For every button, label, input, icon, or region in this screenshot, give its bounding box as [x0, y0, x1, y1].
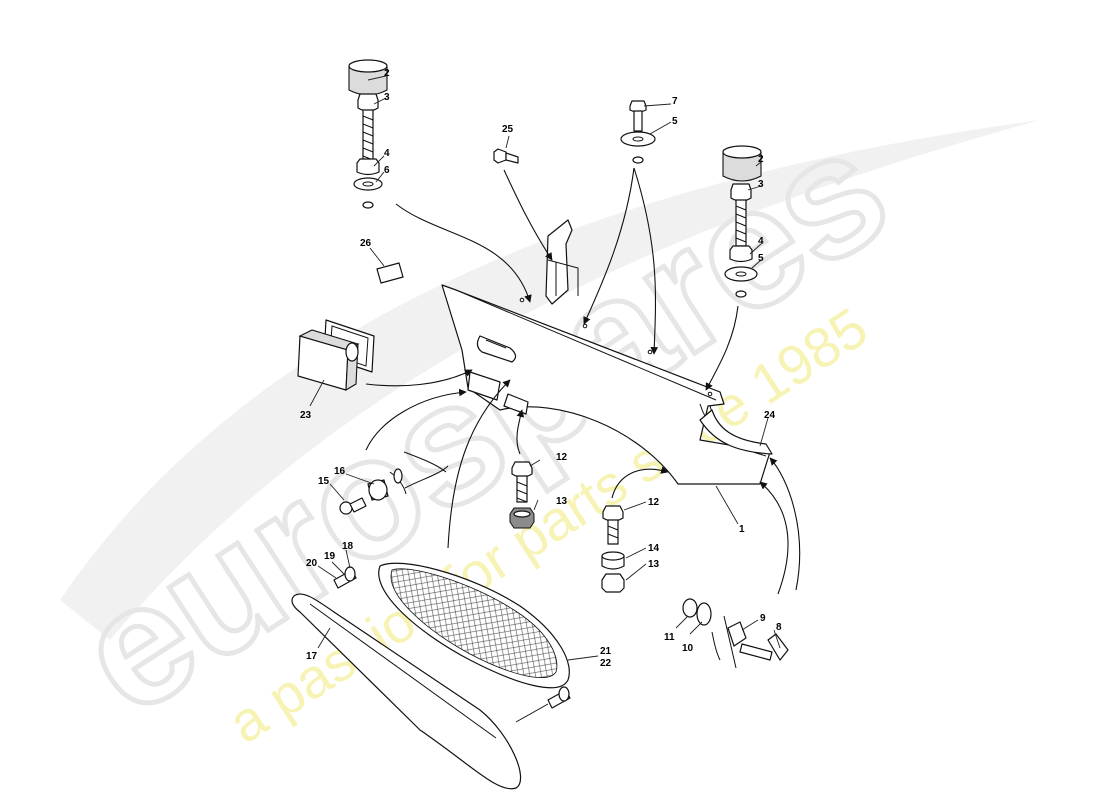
callout-9: 9	[760, 613, 766, 624]
buffer-mount-left	[348, 59, 388, 209]
callout-2-left: 2	[384, 68, 390, 79]
callout-2-right: 2	[758, 154, 764, 165]
callout-13-lower: 13	[648, 559, 660, 570]
bracket	[545, 219, 579, 305]
callout-10: 10	[682, 643, 694, 654]
assembly-arrows	[365, 167, 801, 595]
callout-11: 11	[664, 632, 675, 643]
callout-19: 19	[324, 551, 336, 562]
fastener-15-16	[339, 468, 407, 515]
callout-3-right: 3	[758, 179, 764, 190]
callout-4-right: 4	[758, 236, 764, 247]
callout-20: 20	[306, 558, 318, 569]
bolt-25	[493, 148, 519, 164]
callout-5-right: 5	[758, 253, 764, 264]
fastener-18-20	[333, 566, 571, 723]
callout-21: 21	[600, 646, 612, 657]
step-rail-17	[291, 593, 522, 790]
callout-14: 14	[648, 543, 660, 554]
fastener-stack-8-11	[682, 598, 789, 669]
grille-21-22	[378, 562, 570, 689]
callout-22: 22	[600, 658, 612, 669]
callout-18: 18	[342, 541, 354, 552]
bolt-nut-12-14-13-lower	[601, 505, 625, 593]
bolt-washer-top	[620, 100, 656, 164]
callout-1: 1	[739, 524, 745, 535]
callout-6: 6	[384, 165, 390, 176]
callout-13-upper: 13	[556, 496, 568, 507]
buffer-mount-right	[722, 145, 762, 298]
callout-12-lower: 12	[648, 497, 660, 508]
callout-12-upper: 12	[556, 452, 568, 463]
callout-26: 26	[360, 238, 372, 249]
bolt-nut-12-13-upper	[509, 461, 535, 529]
wing-panel-1	[441, 284, 771, 485]
label-26	[376, 262, 404, 284]
callout-5-top: 5	[672, 116, 678, 127]
callout-4-left: 4	[384, 148, 390, 159]
side-lamp-23	[297, 319, 375, 392]
callout-17: 17	[306, 651, 318, 662]
callout-25: 25	[502, 124, 514, 135]
callouts: 2 3 4 6 26 25 7 5 2 3 4 5 23 24 1 16 15 …	[300, 68, 782, 669]
callout-8: 8	[776, 622, 782, 633]
trim-24	[699, 409, 773, 455]
leader-lines	[309, 75, 781, 661]
callout-7: 7	[672, 96, 678, 107]
callout-24: 24	[764, 410, 776, 421]
callout-16: 16	[334, 466, 346, 477]
callout-3-left: 3	[384, 92, 390, 103]
callout-15: 15	[318, 476, 330, 487]
callout-23: 23	[300, 410, 312, 421]
